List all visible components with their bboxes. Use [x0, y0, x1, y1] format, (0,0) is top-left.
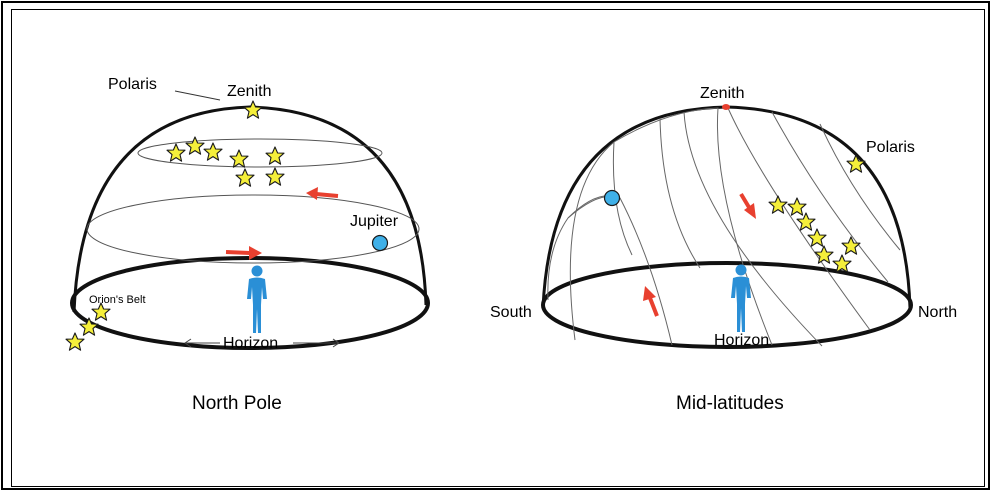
- star-path-arc: [567, 195, 673, 346]
- star-path-arc: [547, 217, 569, 301]
- zenith-star: [243, 100, 263, 119]
- upper-star-circle: [137, 138, 383, 168]
- polaris-label: Polaris: [866, 139, 915, 156]
- polaris-label: Polaris: [108, 76, 157, 93]
- star: [229, 149, 249, 168]
- star: [814, 245, 834, 264]
- star-path-arc: [569, 141, 615, 341]
- star: [235, 168, 255, 187]
- horizon-ellipse: [541, 261, 913, 349]
- star: [203, 142, 223, 161]
- orions-belt-label: Orion's Belt: [89, 294, 146, 306]
- star-path-arc: [819, 123, 901, 251]
- figure-inner-frame: [11, 9, 985, 487]
- polaris-star: [846, 154, 866, 173]
- star: [265, 167, 285, 186]
- star-path-arc: [771, 111, 889, 283]
- south-label: South: [490, 304, 532, 321]
- zenith-label: Zenith: [700, 85, 744, 102]
- polaris-pointer: [174, 90, 221, 101]
- planet: [603, 189, 621, 207]
- star: [265, 146, 285, 165]
- motion-arrow: [306, 187, 339, 200]
- star: [807, 228, 827, 247]
- north-pole-diagram: Polaris Zenith Jupiter Orion's Belt Hori…: [65, 76, 430, 414]
- mid-latitudes-caption: Mid-latitudes: [676, 393, 784, 414]
- star: [796, 212, 816, 231]
- celestial-dome: [541, 105, 912, 309]
- zenith-label: Zenith: [227, 83, 271, 100]
- jupiter-path-circle: [86, 194, 420, 264]
- mid-latitudes-diagram: Zenith Polaris South North Horizon Mid-l…: [490, 85, 957, 414]
- zenith-marker: [722, 104, 730, 110]
- jupiter-planet: [371, 234, 389, 252]
- horizon-span-arrow: [184, 338, 340, 348]
- star: [787, 197, 807, 216]
- motion-arrow: [739, 192, 756, 219]
- north-pole-caption: North Pole: [192, 393, 282, 414]
- motion-arrow: [643, 286, 659, 317]
- orions-belt-star: [65, 332, 85, 351]
- star-path-arc: [613, 107, 773, 346]
- observer-person-icon: [731, 264, 751, 332]
- star: [185, 136, 205, 155]
- star: [768, 195, 788, 214]
- star-path-arc: [683, 111, 823, 347]
- observer-person-icon: [247, 265, 267, 333]
- jupiter-label: Jupiter: [350, 213, 399, 230]
- star-path-arc: [659, 117, 701, 269]
- horizon-label: Horizon: [223, 335, 278, 352]
- horizon-label: Horizon: [714, 332, 769, 349]
- star: [166, 143, 186, 162]
- north-label: North: [918, 304, 957, 321]
- motion-arrow: [225, 246, 262, 260]
- star: [841, 236, 861, 255]
